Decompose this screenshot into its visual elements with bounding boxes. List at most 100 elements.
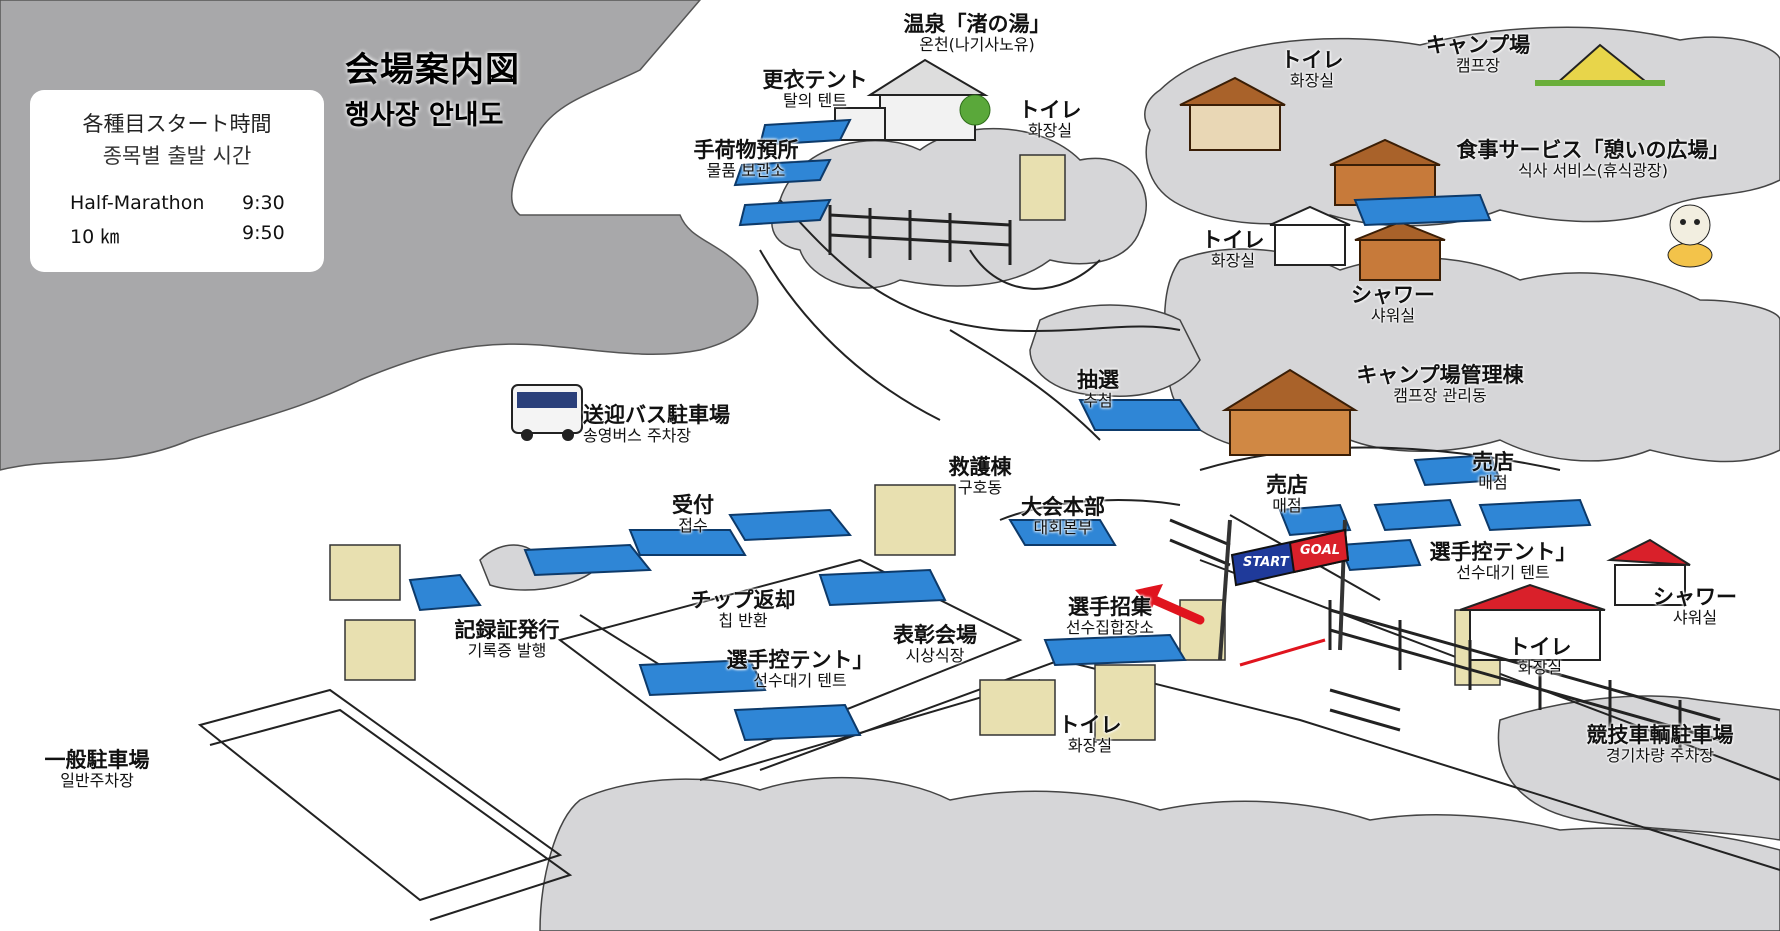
label-toilet-mid: トイレ 화장실	[1202, 228, 1265, 271]
storage-box-left	[329, 544, 401, 601]
goal-banner-label: GOAL	[1300, 543, 1341, 558]
label-food-jp: 食事サービス「憩いの広場」	[1456, 138, 1730, 162]
label-toilet-top-kr: 화장실	[1027, 121, 1073, 141]
label-toilet-mid-kr: 화장실	[1210, 251, 1256, 271]
label-shower-top-jp: シャワー	[1351, 283, 1435, 307]
label-toilet-upper-jp: トイレ	[1280, 48, 1344, 72]
cabin-toilet	[1189, 104, 1281, 151]
shuttle-bus	[511, 384, 583, 441]
label-race-vehicle-parking-jp: 競技車輌駐車場	[1586, 723, 1734, 747]
label-first-aid-jp: 救護棟	[948, 455, 1012, 479]
label-assembly-kr: 선수집합장소	[1065, 618, 1155, 638]
label-waiting-tent-right: 選手控テント」 선수대기 텐트	[1430, 540, 1577, 583]
label-shop-2-kr: 매점	[1478, 473, 1508, 493]
label-onsen: 温泉「渚の湯」 온천(나기사노유)	[904, 12, 1051, 55]
label-hq-kr: 대회본부	[1033, 518, 1093, 538]
label-chip-return-kr: 칩 반환	[718, 611, 768, 631]
label-waiting-tent-right-jp: 選手控テント」	[1429, 540, 1577, 564]
label-waiting-tent-right-kr: 선수대기 텐트	[1456, 563, 1550, 583]
label-shower-top-kr: 샤워실	[1370, 306, 1416, 326]
roads	[557, 199, 1780, 871]
label-chip-return: チップ返却 칩 반환	[691, 588, 796, 631]
fence-right	[1169, 518, 1721, 750]
fence-top	[828, 205, 1012, 265]
label-toilet-bottom-right-kr: 화장실	[1517, 658, 1563, 678]
label-shop-1-kr: 매점	[1272, 496, 1302, 516]
label-general-parking: 一般駐車場 일반주차장	[45, 748, 150, 791]
label-first-aid-kr: 구호동	[957, 478, 1003, 498]
label-reception: 受付 접수	[672, 493, 714, 536]
label-toilet-bottom: トイレ 화장실	[1059, 713, 1122, 756]
label-certificate-jp: 記録証発行	[454, 618, 560, 642]
label-awards-kr: 시상식장	[905, 646, 965, 666]
event-time: 9:50	[242, 222, 285, 244]
label-changing-tent: 更衣テント 탈의 텐트	[763, 68, 868, 111]
label-waiting-tent-left: 選手控テント」 선수대기 텐트	[727, 648, 874, 691]
label-camp-site-kr: 캠프장	[1455, 56, 1501, 76]
label-camp-site-jp: キャンプ場	[1425, 33, 1531, 57]
blue-tents	[408, 118, 1592, 742]
label-toilet-top: トイレ 화장실	[1019, 98, 1082, 141]
label-first-aid: 救護棟 구호동	[949, 455, 1012, 498]
label-certificate: 記録証発行 기록증 발행	[455, 618, 560, 661]
white-cabin	[1269, 205, 1351, 266]
label-changing-tent-jp: 更衣テント	[762, 68, 868, 92]
label-awards: 表彰会場 시상식장	[893, 623, 977, 666]
label-onsen-kr: 온천(나기사노유)	[919, 35, 1035, 55]
toilet-booths-bottom	[1094, 664, 1156, 741]
label-waiting-tent-left-kr: 선수대기 텐트	[753, 671, 847, 691]
map-title-kr: 행사장 안내도	[345, 100, 504, 131]
first-aid-building	[874, 484, 956, 556]
label-waiting-tent-left-jp: 選手控テント」	[726, 648, 874, 672]
label-baggage-jp: 手荷物預所	[693, 138, 799, 162]
label-toilet-bottom-right-jp: トイレ	[1508, 635, 1572, 659]
parking-fence	[197, 688, 573, 921]
onsen-building	[834, 58, 991, 141]
label-lottery: 抽選 추첨	[1077, 368, 1119, 411]
event-time: 9:30	[242, 192, 285, 214]
label-food-service: 食事サービス「憩いの広場」 식사 서비스(휴식광장)	[1457, 138, 1730, 181]
start-time-panel: 各種目スタート時間 종목별 출발 시간 Half-Marathon 9:30 1…	[30, 90, 324, 272]
label-race-vehicle-parking-kr: 경기차량 주차장	[1605, 746, 1715, 766]
label-camp-site: キャンプ場 캠프장	[1426, 33, 1530, 76]
storage-box-bottom	[979, 679, 1056, 736]
label-shop-2: 売店 매점	[1472, 450, 1514, 493]
label-toilet-upper: トイレ 화장실	[1281, 48, 1344, 91]
toilet-booths-top	[1019, 154, 1066, 221]
label-toilet-top-jp: トイレ	[1018, 98, 1082, 122]
label-hq-jp: 大会本部	[1021, 495, 1105, 519]
label-toilet-bottom-kr: 화장실	[1067, 736, 1113, 756]
schedule-row-half: Half-Marathon 9:30	[30, 184, 324, 214]
schedule-row-10k: 10 ㎞ 9:50	[30, 214, 324, 248]
label-assembly-jp: 選手招集	[1067, 595, 1152, 619]
storage-box-left2	[344, 619, 416, 681]
camp-tent	[1535, 43, 1665, 86]
label-lottery-jp: 抽選	[1077, 368, 1119, 392]
label-camp-office-jp: キャンプ場管理棟	[1356, 363, 1524, 387]
label-food-kr: 식사 서비스(휴식광장)	[1517, 161, 1669, 181]
label-reception-jp: 受付	[672, 493, 714, 517]
camp-office	[1229, 409, 1351, 456]
label-shower-bottom: シャワー 샤워실	[1653, 585, 1737, 628]
label-shower-bottom-kr: 샤워실	[1672, 608, 1718, 628]
shower-building	[1359, 239, 1441, 281]
label-toilet-upper-kr: 화장실	[1289, 71, 1335, 91]
event-name: Half-Marathon	[70, 192, 205, 214]
schedule-heading-jp: 各種目スタート時間	[82, 112, 272, 136]
hq-box	[1179, 599, 1226, 661]
label-bus-parking: 送迎バス駐車場 송영버스 주차장	[583, 403, 730, 446]
label-onsen-jp: 温泉「渚の湯」	[903, 12, 1051, 36]
map-title: 会場案内図 행사장 안내도	[345, 42, 520, 132]
label-chip-return-jp: チップ返却	[690, 588, 796, 612]
label-awards-jp: 表彰会場	[893, 623, 977, 647]
label-camp-office: キャンプ場管理棟 캠프장 관리동	[1356, 363, 1523, 406]
label-baggage: 手荷物預所 물품 보관소	[694, 138, 799, 181]
event-name: 10 ㎞	[70, 226, 120, 248]
label-hq: 大会本部 대회본부	[1021, 495, 1105, 538]
label-toilet-bottom-jp: トイレ	[1058, 713, 1122, 737]
label-general-parking-kr: 일반주차장	[60, 771, 134, 791]
label-changing-tent-kr: 탈의 텐트	[783, 91, 847, 111]
label-lottery-kr: 추첨	[1083, 391, 1113, 411]
map-title-jp: 会場案内図	[345, 50, 520, 90]
